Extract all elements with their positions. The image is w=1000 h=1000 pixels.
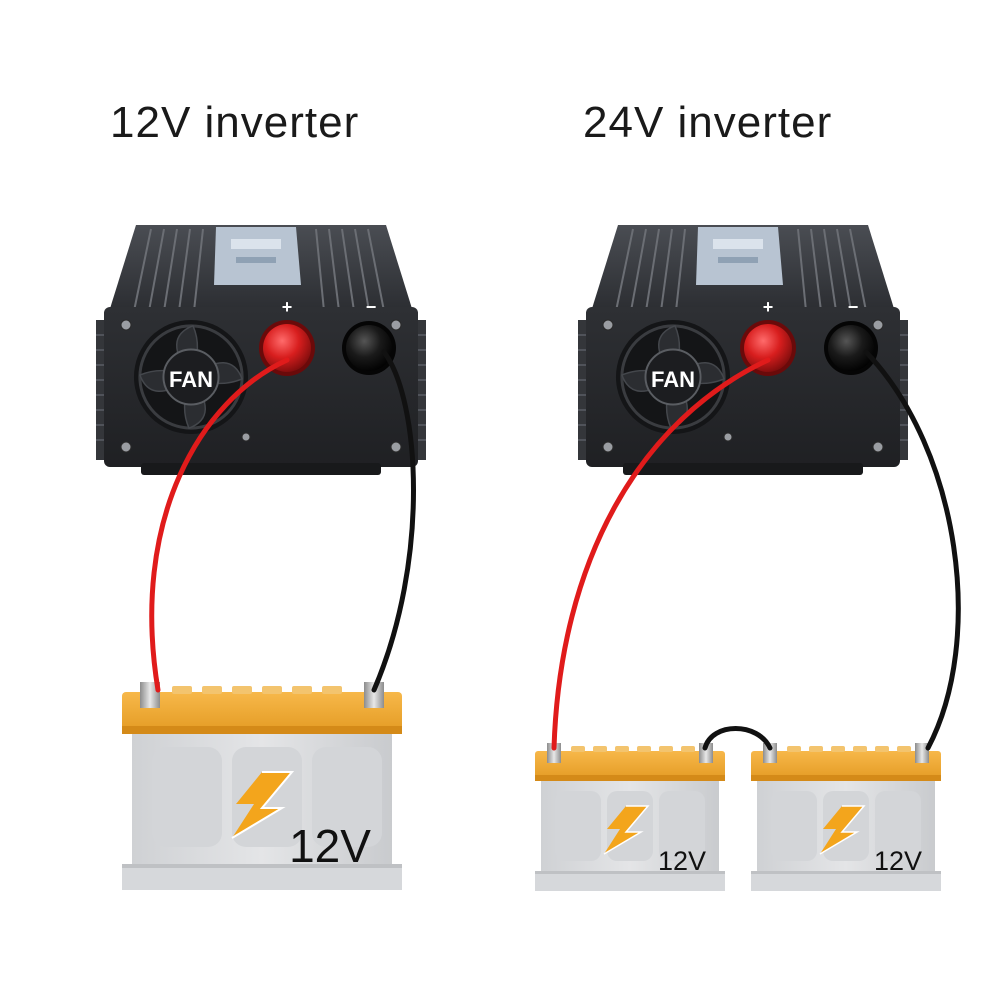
battery-voltage-label: 12V bbox=[874, 846, 922, 876]
positive-terminal bbox=[744, 324, 792, 372]
fan-label: FAN bbox=[169, 367, 213, 392]
battery-voltage-label: 12V bbox=[658, 846, 706, 876]
positive-label: + bbox=[282, 297, 293, 317]
inverter-12v: FAN + − bbox=[96, 225, 426, 475]
battery-voltage-label: 12V bbox=[289, 820, 371, 872]
battery-12v-right-a: 12V bbox=[535, 743, 725, 891]
positive-label: + bbox=[763, 297, 774, 317]
negative-terminal bbox=[828, 325, 874, 371]
positive-wire bbox=[551, 357, 771, 751]
negative-label: − bbox=[848, 297, 859, 317]
inverter-24v: FAN + − bbox=[578, 225, 908, 475]
negative-wire bbox=[863, 349, 961, 751]
fan-label: FAN bbox=[651, 367, 695, 392]
battery-12v-left: 12V bbox=[122, 682, 402, 890]
positive-terminal bbox=[263, 324, 311, 372]
negative-terminal bbox=[346, 325, 392, 371]
battery-12v-right-b: 12V bbox=[751, 743, 941, 891]
series-jumper-wire bbox=[702, 726, 773, 751]
title-24v-inverter: 24V inverter bbox=[583, 98, 833, 147]
negative-label: − bbox=[366, 297, 377, 317]
negative-wire bbox=[371, 349, 416, 693]
title-12v-inverter: 12V inverter bbox=[110, 98, 360, 147]
positive-wire bbox=[149, 357, 290, 693]
